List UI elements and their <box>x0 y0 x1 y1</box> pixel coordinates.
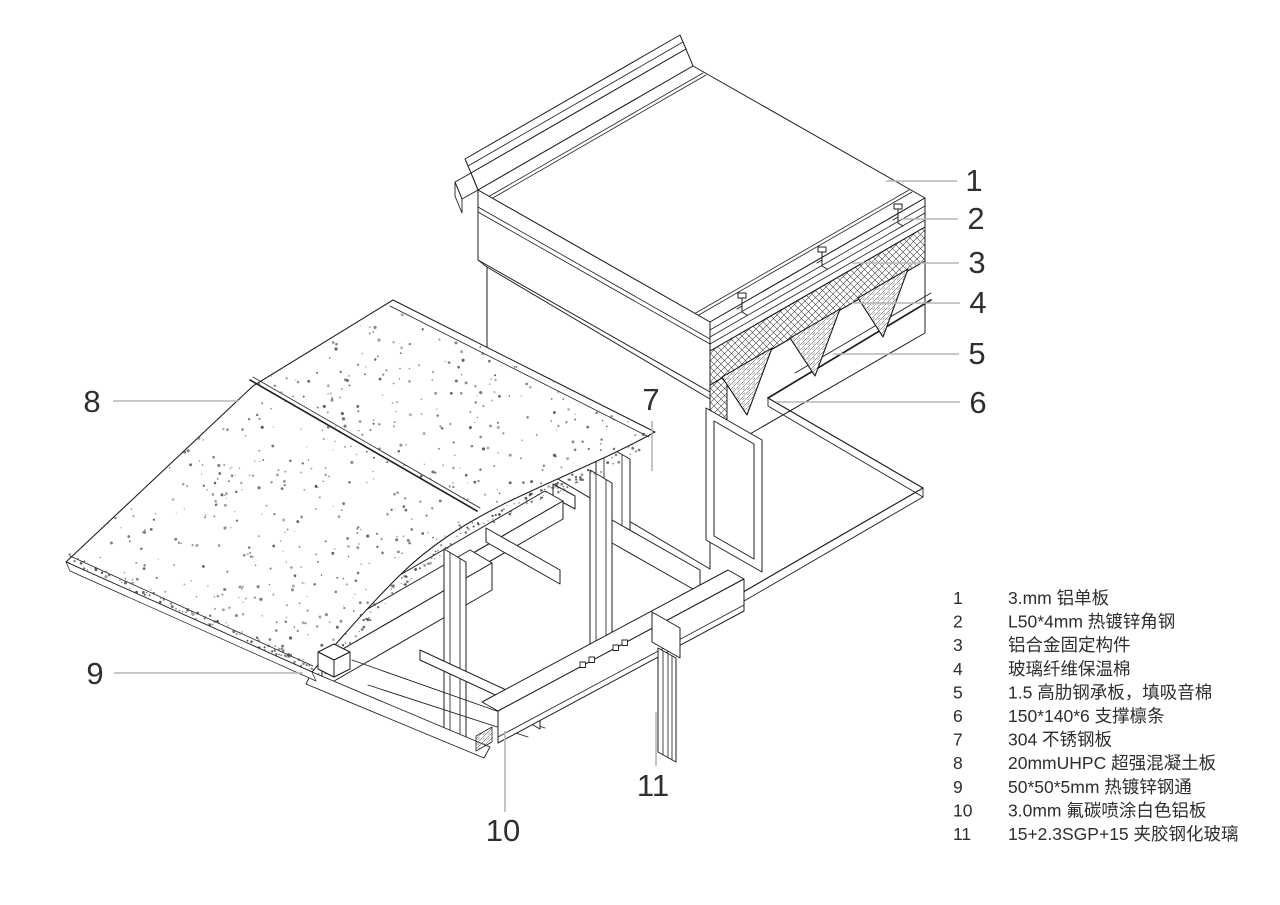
legend-row-6: 6 150*140*6 支撑檩条 <box>953 706 1165 726</box>
callout-8: 8 <box>83 384 239 419</box>
angle-steel-clips <box>736 203 904 316</box>
legend-row-7: 7 304 不锈钢板 <box>953 730 1112 750</box>
legend-number: 2 <box>953 612 963 632</box>
callout-number-11: 11 <box>637 768 669 803</box>
callout-7: 7 <box>642 382 660 471</box>
glazing-shoe <box>651 611 681 659</box>
legend-number: 1 <box>953 588 963 608</box>
callout-number-7: 7 <box>642 382 659 417</box>
callout-3: 3 <box>852 245 986 280</box>
legend-row-3: 3 铝合金固定构件 <box>953 635 1131 655</box>
legend-row-4: 4 玻璃纤维保温棉 <box>953 659 1131 679</box>
legend-row-5: 5 1.5 高肋钢承板，填吸音棉 <box>953 682 1212 702</box>
legend-label: L50*4mm 热镀锌角钢 <box>1008 612 1175 632</box>
legend-label: 15+2.3SGP+15 夹胶钢化玻璃 <box>1008 824 1239 844</box>
callout-5: 5 <box>833 336 986 371</box>
legend-label: 20mmUHPC 超强混凝土板 <box>1008 753 1216 773</box>
legend-number: 3 <box>953 635 963 655</box>
legend-label: 铝合金固定构件 <box>1008 635 1131 655</box>
legend-label: 玻璃纤维保温棉 <box>1008 659 1131 679</box>
legend-label: 304 不锈钢板 <box>1008 730 1112 750</box>
legend-label: 3.mm 铝单板 <box>1008 588 1109 608</box>
panel-fold-line <box>249 379 478 512</box>
legend-label: 150*140*6 支撑檩条 <box>1008 706 1165 726</box>
legend-number: 10 <box>953 800 973 820</box>
callout-number-4: 4 <box>969 285 986 320</box>
uhpc-speckle-texture <box>67 313 645 670</box>
support-purlin <box>705 407 763 573</box>
vertical-post <box>589 469 613 661</box>
legend-number: 5 <box>953 682 963 702</box>
fascia-panel <box>481 569 745 744</box>
callout-number-5: 5 <box>968 336 985 371</box>
material-legend: 1 3.mm 铝单板 2 L50*4mm 热镀锌角钢 3 铝合金固定构件 4 玻璃纤维保温棉 5… <box>953 588 1239 844</box>
glass-support-fin <box>443 548 467 751</box>
callout-2: 2 <box>901 201 985 236</box>
legend-row-2: 2 L50*4mm 热镀锌角钢 <box>953 612 1175 632</box>
legend-number: 7 <box>953 730 963 750</box>
callout-number-2: 2 <box>967 201 984 236</box>
corner-hatch-block <box>475 726 493 752</box>
callout-number-3: 3 <box>968 245 985 280</box>
fascia-bolts <box>579 639 628 668</box>
legend-row-10: 10 3.0mm 氟碳喷涂白色铝板 <box>953 800 1206 820</box>
steel-tube-stub <box>317 643 351 678</box>
legend-number: 6 <box>953 706 963 726</box>
callout-10: 10 <box>486 731 520 848</box>
laminated-glass <box>651 611 681 763</box>
panel-bottom-edge <box>65 561 317 682</box>
panel-return-strip <box>305 671 491 759</box>
callout-11: 11 <box>637 712 669 803</box>
callout-9: 9 <box>86 656 303 691</box>
legend-number: 8 <box>953 753 963 773</box>
legend-number: 4 <box>953 659 963 679</box>
callout-number-9: 9 <box>86 656 103 691</box>
callout-6: 6 <box>776 385 987 420</box>
legend-row-8: 8 20mmUHPC 超强混凝土板 <box>953 753 1216 773</box>
legend-row-11: 11 15+2.3SGP+15 夹胶钢化玻璃 <box>953 824 1239 844</box>
legend-number: 11 <box>953 824 971 844</box>
legend-label: 3.0mm 氟碳喷涂白色铝板 <box>1008 800 1206 820</box>
callout-number-1: 1 <box>965 163 982 198</box>
legend-row-9: 9 50*50*5mm 热镀锌钢通 <box>953 777 1192 797</box>
callout-number-8: 8 <box>83 384 100 419</box>
legend-label: 1.5 高肋钢承板，填吸音棉 <box>1008 682 1212 702</box>
legend-label: 50*50*5mm 热镀锌钢通 <box>1008 777 1192 797</box>
uhpc-concrete-panel <box>65 299 656 759</box>
callout-number-6: 6 <box>969 385 986 420</box>
callout-number-10: 10 <box>486 813 520 848</box>
legend-number: 9 <box>953 777 963 797</box>
legend-row-1: 1 3.mm 铝单板 <box>953 588 1109 608</box>
callout-4: 4 <box>852 285 987 320</box>
callout-1: 1 <box>886 163 983 198</box>
